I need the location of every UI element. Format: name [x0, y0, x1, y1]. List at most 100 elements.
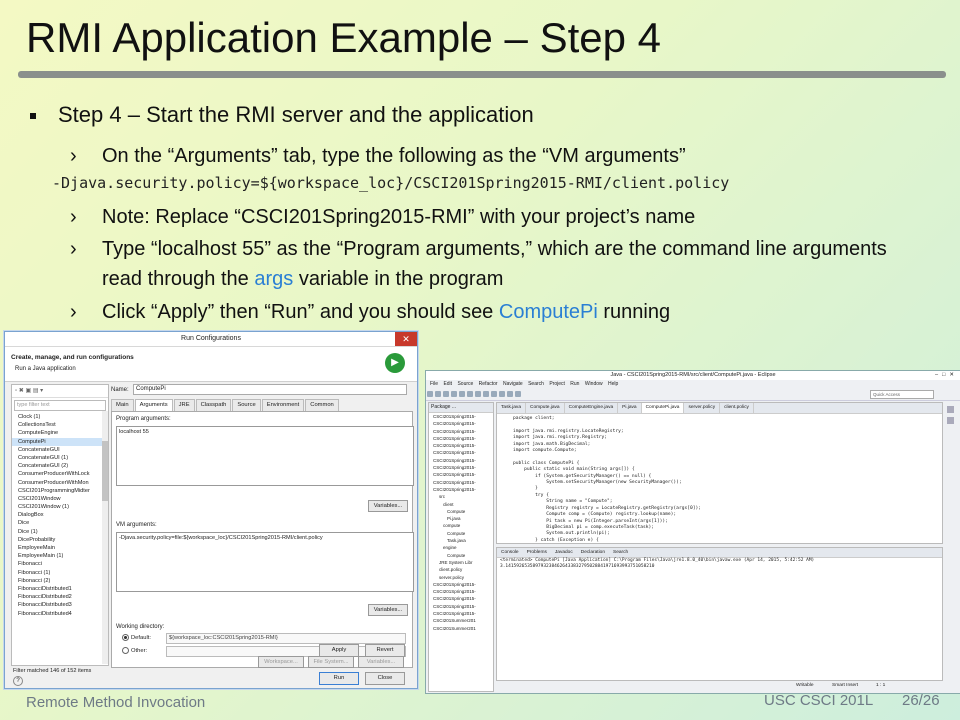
package-tree-item[interactable]: CSCI201Spring2015-: [433, 603, 476, 609]
vm-variables-button[interactable]: Variables...: [368, 604, 408, 616]
package-tree-item[interactable]: compute: [443, 523, 461, 529]
default-radio[interactable]: Default:: [122, 634, 151, 641]
config-list-item[interactable]: ConsumerProducerWithMon: [18, 479, 89, 486]
config-list-item[interactable]: FibonacciDistributed1: [18, 585, 72, 592]
tab-common[interactable]: Common: [305, 399, 339, 411]
toolbar-icon[interactable]: [435, 391, 441, 397]
tab-jre[interactable]: JRE: [173, 399, 195, 411]
tab-main[interactable]: Main: [111, 399, 134, 411]
revert-button[interactable]: Revert: [365, 644, 405, 657]
package-tree-item[interactable]: CSCI201Spring2015-: [433, 611, 476, 617]
tab-classpath[interactable]: Classpath: [195, 399, 232, 411]
config-list-item[interactable]: CollectionsTest: [18, 422, 56, 429]
toolbar-icon[interactable]: [427, 391, 433, 397]
editor-tab[interactable]: ComputeEngine.java: [565, 403, 619, 413]
package-tree-item[interactable]: CSCI201Spring2015-: [433, 428, 476, 434]
tab-arguments[interactable]: Arguments: [134, 399, 173, 411]
package-tree-item[interactable]: server.policy: [439, 574, 465, 580]
eclipse-menubar[interactable]: File Edit Source Refactor Navigate Searc…: [430, 381, 619, 387]
package-tree-item[interactable]: CSCI201Spring2015-: [433, 443, 476, 449]
editor-tab[interactable]: Task.java: [497, 403, 526, 413]
name-field[interactable]: ComputePi: [133, 384, 407, 395]
config-list-item[interactable]: ConsumerProducerWithLock: [18, 471, 90, 478]
package-tree-item[interactable]: client: [443, 501, 454, 507]
config-list-item[interactable]: EmployeeMain (1): [18, 553, 64, 560]
package-tree-item[interactable]: Compute: [447, 508, 466, 514]
package-tree-item[interactable]: JRE System Libr: [439, 559, 473, 565]
console-tab[interactable]: Problems: [526, 550, 547, 555]
config-list-item[interactable]: ConcatenateGUI (2): [18, 463, 69, 470]
config-list-item[interactable]: Clock (1): [18, 414, 41, 420]
config-list-item[interactable]: DiceProbability: [18, 536, 56, 543]
package-tree-item[interactable]: CSCI201Spring2015-: [433, 479, 476, 485]
tab-source[interactable]: Source: [232, 399, 261, 411]
filter-input[interactable]: type filter text: [14, 400, 106, 411]
package-tree-item[interactable]: CSCI201Spring2015-: [433, 450, 476, 456]
config-list-item[interactable]: CSCI201ProgrammingMidter: [18, 487, 90, 494]
workspace-button[interactable]: Workspace...: [258, 656, 304, 668]
config-list-item[interactable]: FibonacciDistributed3: [18, 602, 72, 609]
package-tree-item[interactable]: CSCI201Summer201: [433, 618, 476, 624]
package-tree-item[interactable]: CSCI201Summer201: [433, 625, 476, 631]
config-list-item[interactable]: FibonacciDistributed2: [18, 594, 72, 601]
config-list-item[interactable]: EmployeeMain: [18, 545, 55, 551]
config-list-item[interactable]: ComputePi: [12, 437, 108, 446]
editor-tab[interactable]: ComputePi.java: [641, 403, 685, 413]
package-tree-item[interactable]: Compute: [447, 530, 466, 536]
config-list-item[interactable]: ConcatenateGUI: [18, 446, 60, 453]
help-icon[interactable]: ?: [13, 676, 23, 686]
config-list-item[interactable]: CSCI201Window: [18, 495, 61, 502]
config-list-item[interactable]: ComputeEngine: [18, 430, 59, 437]
toolbar-icon[interactable]: [467, 391, 473, 397]
list-scrollbar[interactable]: [102, 411, 108, 664]
apply-button[interactable]: Apply: [319, 644, 359, 657]
package-tree-item[interactable]: CSCI201Spring2015-: [433, 486, 476, 492]
config-list-item[interactable]: Fibonacci (2): [18, 577, 51, 584]
vm-args-field[interactable]: -Djava.security.policy=file:${workspace_…: [116, 532, 414, 592]
toolbar-icon[interactable]: [451, 391, 457, 397]
program-variables-button[interactable]: Variables...: [368, 500, 408, 512]
other-radio[interactable]: Other:: [122, 647, 147, 654]
toolbar-icon[interactable]: [475, 391, 481, 397]
console-tab[interactable]: Javadoc: [554, 550, 573, 555]
package-tree-item[interactable]: Compute: [447, 552, 466, 558]
task-list-icon[interactable]: [947, 417, 954, 424]
package-tree-item[interactable]: Pi.java: [447, 516, 461, 522]
editor-tab[interactable]: Compute.java: [526, 403, 565, 413]
close-button[interactable]: Close: [365, 672, 405, 685]
config-list-item[interactable]: Dice (1): [18, 528, 38, 535]
list-toolbar[interactable]: ▫ ✖ ▣ ▤ ▾: [12, 385, 108, 398]
editor-tab[interactable]: client.policy: [720, 403, 754, 413]
toolbar-icon[interactable]: [483, 391, 489, 397]
package-tree-item[interactable]: CSCI201Spring2015-: [433, 472, 476, 478]
config-list-item[interactable]: Fibonacci: [18, 561, 42, 568]
quick-access-input[interactable]: Quick Access: [870, 390, 934, 399]
code-area[interactable]: package client; import java.rmi.registry…: [497, 414, 942, 544]
console-tab[interactable]: Search: [613, 550, 629, 555]
package-tree-item[interactable]: src: [439, 494, 445, 500]
run-button[interactable]: Run: [319, 672, 359, 685]
outline-icon[interactable]: [947, 406, 954, 413]
window-controls-icon[interactable]: –□✕: [935, 372, 958, 378]
scroll-thumb[interactable]: [102, 441, 108, 501]
package-tree-item[interactable]: CSCI201Spring2015-: [433, 421, 476, 427]
toolbar-icon[interactable]: [515, 391, 521, 397]
config-list-item[interactable]: CSCI201Window (1): [18, 504, 69, 511]
program-args-field[interactable]: localhost 55: [116, 426, 414, 486]
config-list-item[interactable]: DialogBox: [18, 512, 44, 519]
config-list-item[interactable]: Fibonacci (1): [18, 569, 51, 576]
package-tree-item[interactable]: engine: [443, 545, 457, 551]
package-tree-item[interactable]: client.policy: [439, 567, 463, 573]
file-system-button[interactable]: File System...: [308, 656, 354, 668]
console-tab[interactable]: Declaration: [580, 550, 606, 555]
toolbar-icon[interactable]: [443, 391, 449, 397]
toolbar-icon[interactable]: [491, 391, 497, 397]
toolbar-icon[interactable]: [507, 391, 513, 397]
toolbar-icon[interactable]: [459, 391, 465, 397]
console-tab[interactable]: Console: [501, 550, 519, 555]
package-tree-item[interactable]: CSCI201Spring2015-: [433, 465, 476, 471]
working-dir-variables-button[interactable]: Variables...: [358, 656, 404, 668]
package-tree-item[interactable]: CSCI201Spring2015-: [433, 414, 476, 419]
config-list-item[interactable]: ConcatenateGUI (1): [18, 454, 69, 461]
package-tree-item[interactable]: CSCI201Spring2015-: [433, 581, 476, 587]
